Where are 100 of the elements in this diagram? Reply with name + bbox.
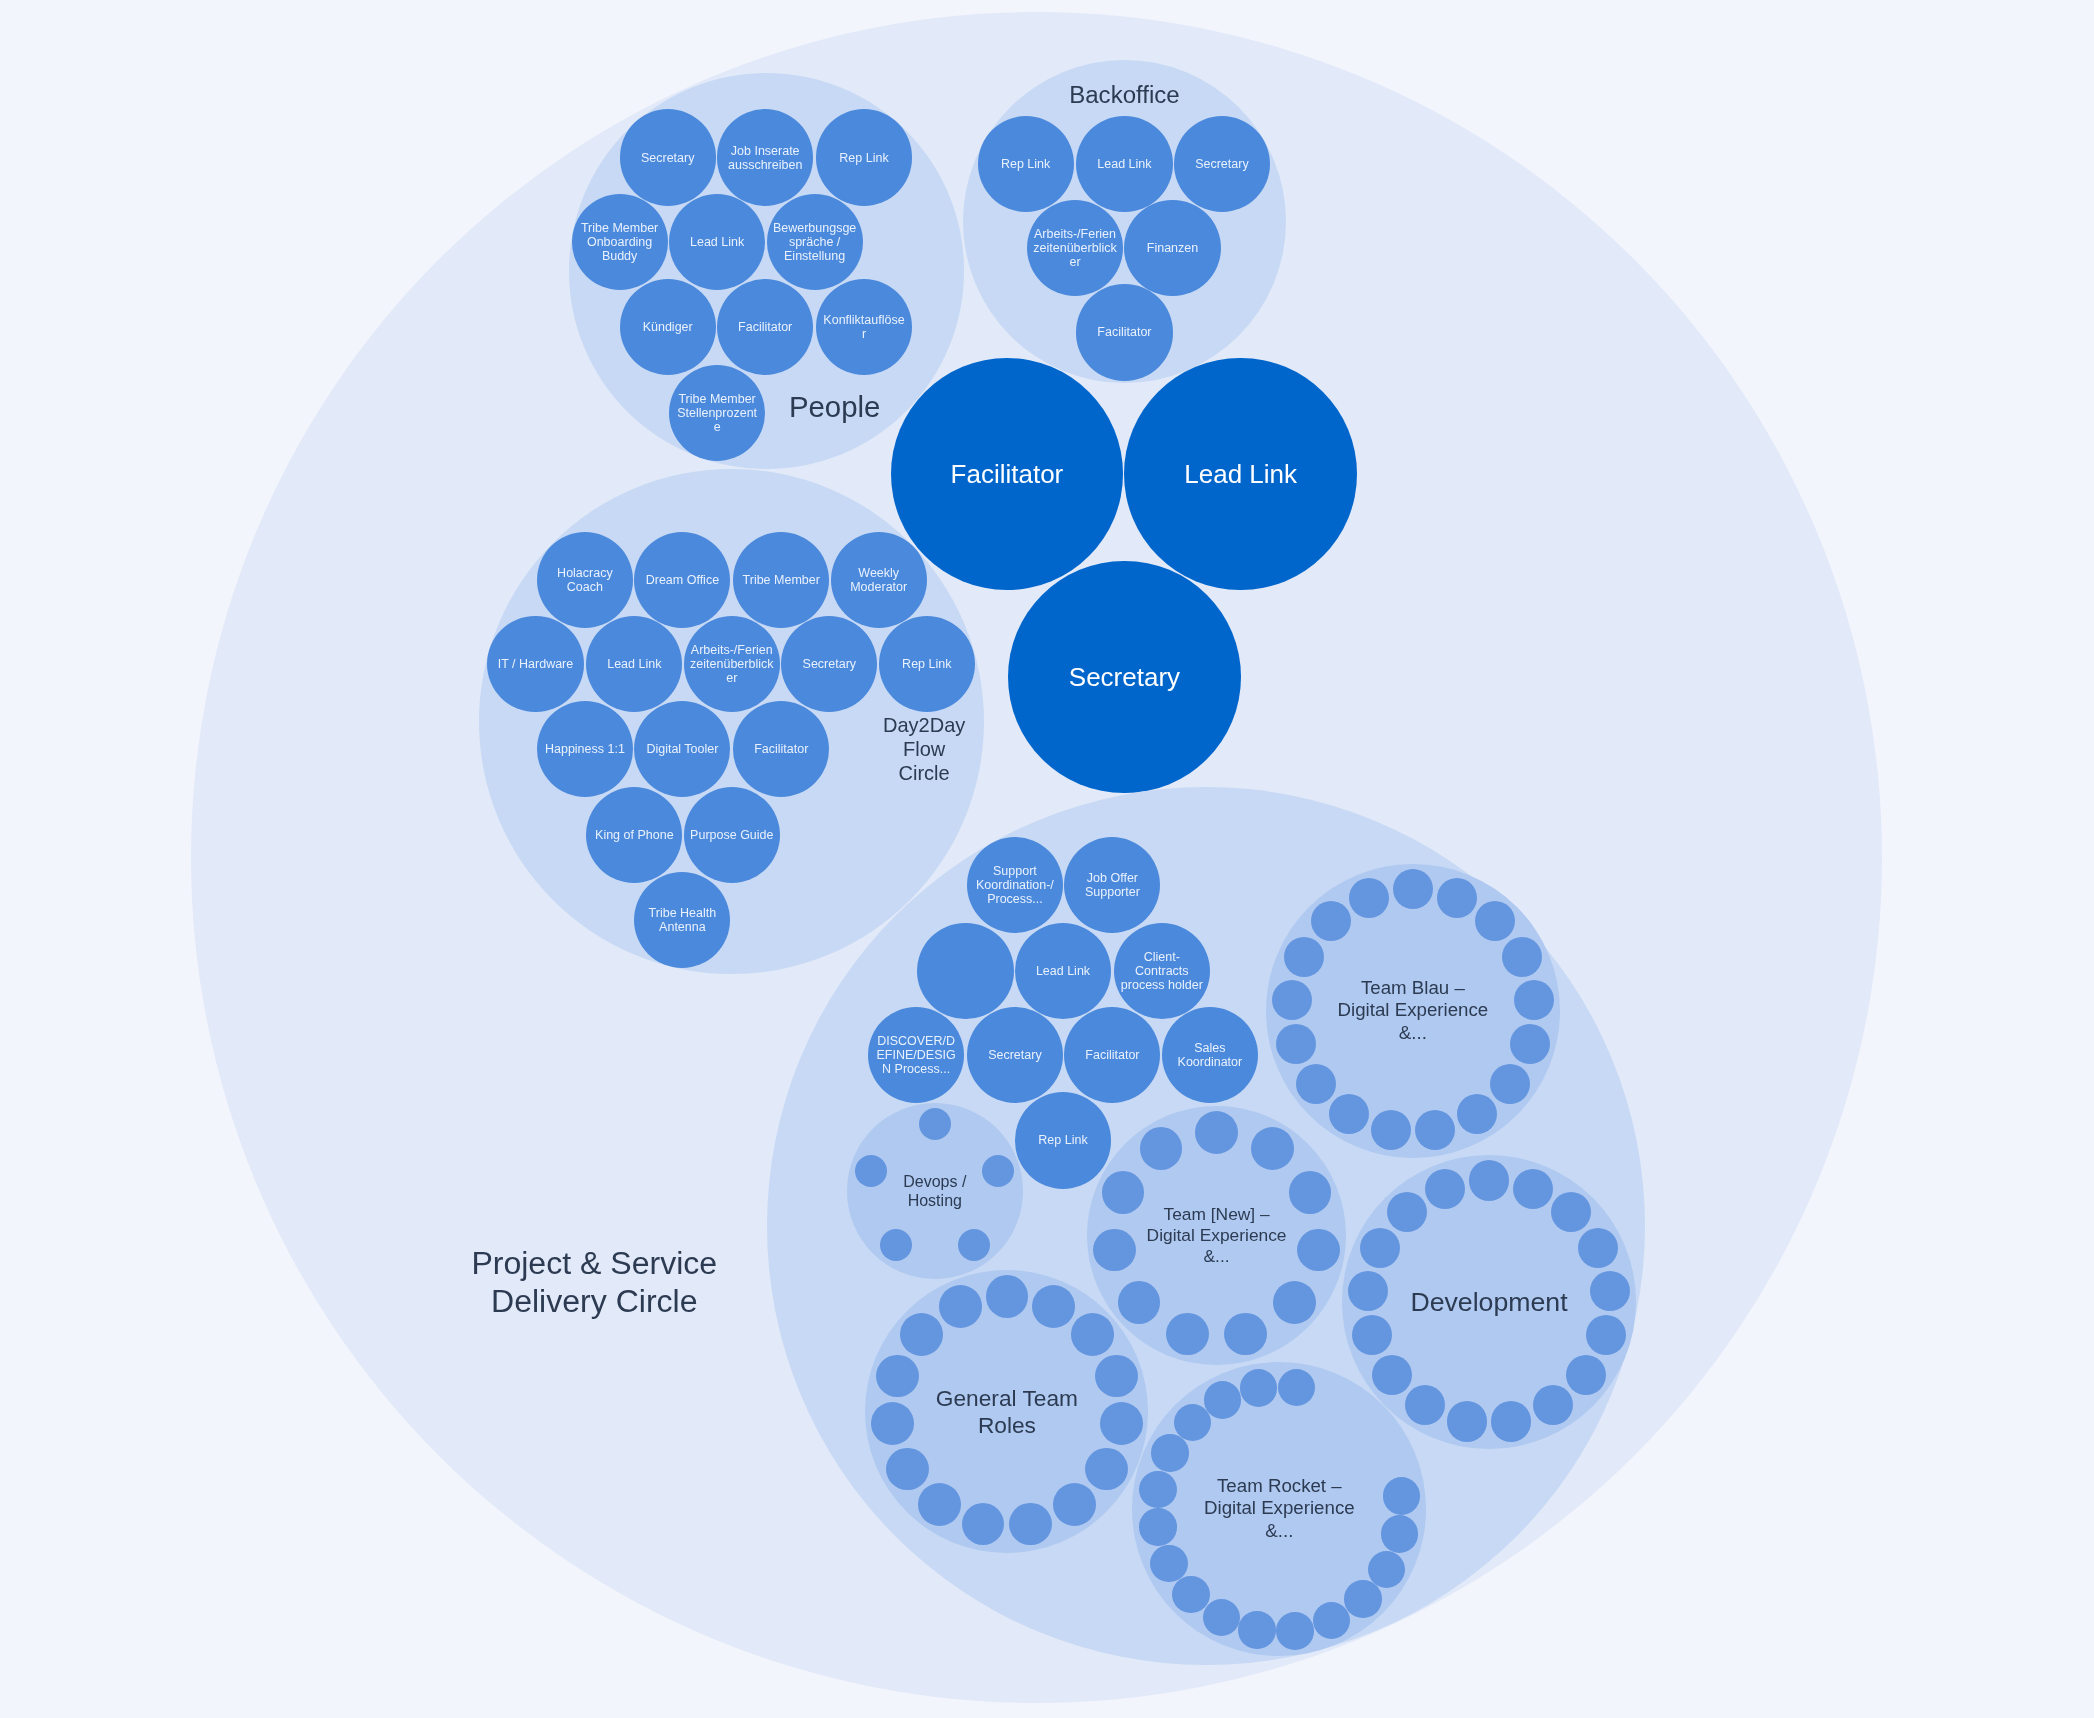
- role-label: Facilitator: [1085, 1048, 1140, 1062]
- role-label: Client-Contracts process holder: [1119, 949, 1204, 992]
- role-label: Facilitator: [950, 458, 1064, 490]
- role-circle: [1585, 1315, 1626, 1356]
- role-circle: [1151, 1434, 1189, 1472]
- role-label: Sales Koordinator: [1176, 1041, 1244, 1069]
- role-circle: [1509, 1024, 1550, 1065]
- role-circle: [1195, 1111, 1238, 1154]
- role-circle: [985, 1275, 1029, 1319]
- role-circle: [1550, 1192, 1591, 1233]
- role-circle: [1053, 1483, 1096, 1526]
- role-circle: [1469, 1160, 1510, 1201]
- circle-title: Team Blau – Digital Experience &...: [1336, 977, 1490, 1045]
- role-circle: [876, 1354, 920, 1398]
- role-circle: [958, 1229, 991, 1262]
- role-circle: [1491, 1401, 1532, 1442]
- circle-title: Team Rocket – Digital Experience &...: [1203, 1475, 1356, 1543]
- role-label: Dream Office: [645, 572, 720, 587]
- role-circle: [871, 1402, 915, 1445]
- role-circle: [1284, 936, 1325, 977]
- role-circle: [1348, 877, 1389, 918]
- role-circle: [1297, 1228, 1340, 1272]
- role-circle: [1032, 1285, 1075, 1328]
- role-label: Secretary: [1195, 157, 1249, 172]
- role-circle: [1425, 1168, 1466, 1209]
- role-label: Rep Link: [839, 150, 889, 165]
- role-circle: [1288, 1171, 1332, 1214]
- role-circle: [1344, 1580, 1382, 1618]
- role-label: Happiness 1:1: [544, 742, 625, 757]
- role-circle: [1328, 1094, 1369, 1135]
- role-circle: [879, 1229, 912, 1262]
- role-circle: [1372, 1355, 1413, 1396]
- role-circle: [1139, 1127, 1183, 1171]
- role-label: Digital Tooler: [646, 742, 719, 757]
- role-circle: [1512, 1168, 1553, 1209]
- role-circle: [1446, 1401, 1487, 1442]
- role-circle: [1224, 1312, 1267, 1356]
- role-label: Kündiger: [642, 320, 693, 335]
- role-circle: [1117, 1281, 1161, 1324]
- role-circle: [1240, 1369, 1278, 1407]
- circle-title: Backoffice: [1068, 80, 1181, 110]
- role-circle: [1099, 1402, 1143, 1445]
- role-circle: [1436, 877, 1477, 918]
- role-circle: [1202, 1598, 1240, 1636]
- role-label: Finanzen: [1146, 241, 1199, 256]
- role-circle: [1093, 1228, 1137, 1272]
- role-label: Facilitator: [754, 742, 809, 757]
- role-label: Lead Link: [1035, 963, 1091, 978]
- role-label: Arbeits-/Ferienzeitenüberblicker: [689, 642, 774, 685]
- role-label: Secretary: [1068, 661, 1181, 693]
- role-label: Secretary: [640, 150, 695, 165]
- role-circle: [1094, 1354, 1138, 1398]
- role-circle: [1166, 1312, 1209, 1356]
- role-label: Tribe Member: [742, 572, 820, 587]
- role-circle: [1173, 1403, 1211, 1442]
- role-label: Holacracy Coach: [556, 565, 614, 594]
- circle-title: Devops / Hosting: [902, 1171, 968, 1211]
- role-circle: [1295, 1064, 1336, 1105]
- role-label: Lead Link: [1184, 458, 1297, 490]
- role-label: Rep Link: [902, 656, 952, 671]
- role-circle: [1312, 1601, 1351, 1640]
- role-circle: [1387, 1192, 1428, 1233]
- circle-title: Project & Service Delivery Circle: [470, 1243, 719, 1321]
- role-label: IT / Hardware: [497, 656, 574, 671]
- role-label: Tribe Health Antenna: [647, 906, 718, 935]
- role-circle: [1009, 1502, 1053, 1546]
- role-circle: [855, 1154, 888, 1187]
- role-circle: [1085, 1447, 1128, 1491]
- role-circle: [918, 1483, 961, 1526]
- role-label: Arbeits-/Ferienzeitenüberblicker: [1033, 227, 1117, 270]
- role-label: DISCOVER/DEFINE/DESIGN Process...: [875, 1034, 957, 1076]
- role-label: Tribe Member Stellenprozente: [676, 391, 759, 434]
- role-circle: [1565, 1355, 1607, 1396]
- role-circle: [1370, 1110, 1411, 1151]
- circle-title: Development: [1409, 1286, 1569, 1319]
- role-circle: [1352, 1315, 1393, 1356]
- role-circle: [1172, 1575, 1210, 1614]
- role-label: Support Koordination-/Process...: [975, 864, 1055, 907]
- role-circle: [1381, 1515, 1419, 1553]
- role-circle: [1360, 1227, 1401, 1268]
- role-label: Rep Link: [1038, 1133, 1088, 1148]
- role-label: Weekly Moderator: [849, 565, 909, 594]
- role-label: Konfliktauflöser: [822, 313, 906, 342]
- role-label: Lead Link: [1097, 157, 1152, 172]
- role-label: Facilitator: [1097, 325, 1152, 340]
- role-circle: [1415, 1110, 1456, 1151]
- role-circle: [918, 1108, 951, 1141]
- role-circle: [900, 1313, 943, 1357]
- role-circle: [1513, 979, 1554, 1020]
- role-circle: [1382, 1477, 1421, 1515]
- role-circle: [1150, 1544, 1188, 1583]
- role-circle: [1271, 979, 1312, 1020]
- role-circle: [1238, 1611, 1276, 1649]
- role-circle: [961, 1502, 1005, 1546]
- circle-title: Team [New] – Digital Experience &...: [1145, 1204, 1288, 1267]
- role-circle: [1501, 936, 1542, 977]
- role-label: Tribe Member Onboarding Buddy: [579, 220, 660, 263]
- role-label: Purpose Guide: [690, 827, 774, 842]
- role-circle: [1101, 1171, 1145, 1214]
- role-circle: [1070, 1313, 1114, 1357]
